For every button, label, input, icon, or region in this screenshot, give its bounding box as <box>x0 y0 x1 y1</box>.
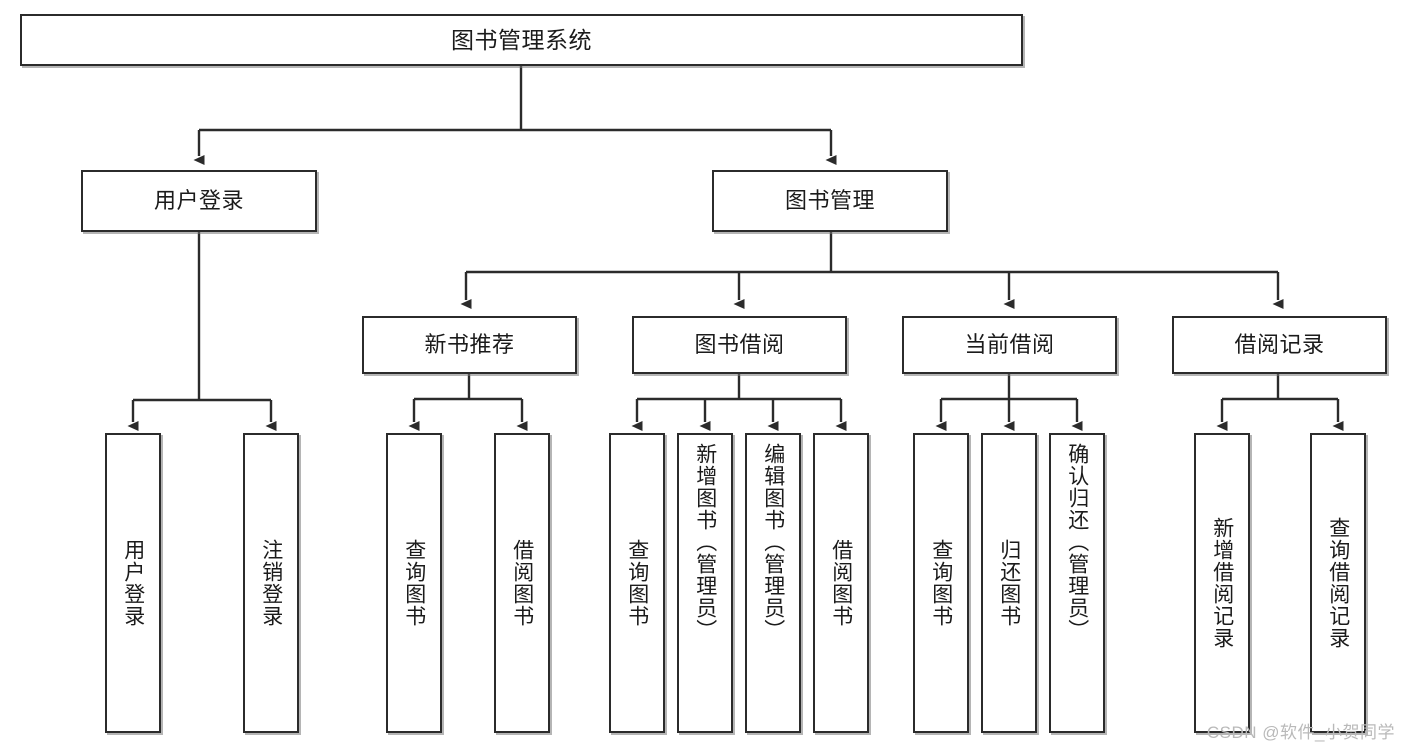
watermark: CSDN @软件_小贺同学 <box>1206 723 1395 742</box>
leaf-bb-borrow-book-label: 借阅图书 <box>829 539 853 627</box>
node-user-login-label: 用户登录 <box>153 188 244 214</box>
node-book-borrow[interactable]: 图书借阅 <box>632 316 847 374</box>
node-book-manage-label: 图书管理 <box>784 188 875 214</box>
leaf-bb-edit-book[interactable]: 编辑图书（管理员） <box>745 433 801 733</box>
node-current-borrow-label: 当前借阅 <box>964 332 1055 358</box>
leaf-user-login[interactable]: 用户登录 <box>105 433 161 733</box>
leaf-logout[interactable]: 注销登录 <box>243 433 299 733</box>
leaf-bb-borrow-book[interactable]: 借阅图书 <box>813 433 869 733</box>
leaf-cb-confirm-return-label: 确认归还（管理员） <box>1065 443 1089 641</box>
node-new-book-recommend[interactable]: 新书推荐 <box>362 316 577 374</box>
leaf-bb-edit-book-label: 编辑图书（管理员） <box>761 443 785 641</box>
leaf-cb-query-book[interactable]: 查询图书 <box>913 433 969 733</box>
leaf-user-login-label: 用户登录 <box>121 539 145 627</box>
leaf-bb-query-book-label: 查询图书 <box>625 539 649 627</box>
leaf-nb-borrow-book-label: 借阅图书 <box>510 539 534 627</box>
leaf-logout-label: 注销登录 <box>259 539 283 627</box>
node-root[interactable]: 图书管理系统 <box>20 14 1023 66</box>
leaf-nb-query-book-label: 查询图书 <box>402 539 426 627</box>
leaf-nb-query-book[interactable]: 查询图书 <box>386 433 442 733</box>
leaf-bb-add-book[interactable]: 新增图书（管理员） <box>677 433 733 733</box>
leaf-nb-borrow-book[interactable]: 借阅图书 <box>494 433 550 733</box>
leaf-br-query-record[interactable]: 查询借阅记录 <box>1310 433 1366 733</box>
leaf-cb-confirm-return[interactable]: 确认归还（管理员） <box>1049 433 1105 733</box>
node-root-label: 图书管理系统 <box>451 26 592 53</box>
leaf-cb-return-book-label: 归还图书 <box>997 539 1021 627</box>
node-current-borrow[interactable]: 当前借阅 <box>902 316 1117 374</box>
leaf-br-add-record[interactable]: 新增借阅记录 <box>1194 433 1250 733</box>
leaf-cb-return-book[interactable]: 归还图书 <box>981 433 1037 733</box>
leaf-br-query-record-label: 查询借阅记录 <box>1326 517 1350 649</box>
leaf-bb-query-book[interactable]: 查询图书 <box>609 433 665 733</box>
node-new-book-recommend-label: 新书推荐 <box>424 332 515 358</box>
node-borrow-record[interactable]: 借阅记录 <box>1172 316 1387 374</box>
leaf-br-add-record-label: 新增借阅记录 <box>1210 517 1234 649</box>
leaf-bb-add-book-label: 新增图书（管理员） <box>693 443 717 641</box>
node-user-login[interactable]: 用户登录 <box>81 170 317 232</box>
leaf-cb-query-book-label: 查询图书 <box>929 539 953 627</box>
node-book-manage[interactable]: 图书管理 <box>712 170 948 232</box>
node-book-borrow-label: 图书借阅 <box>694 332 785 358</box>
node-borrow-record-label: 借阅记录 <box>1234 332 1325 358</box>
